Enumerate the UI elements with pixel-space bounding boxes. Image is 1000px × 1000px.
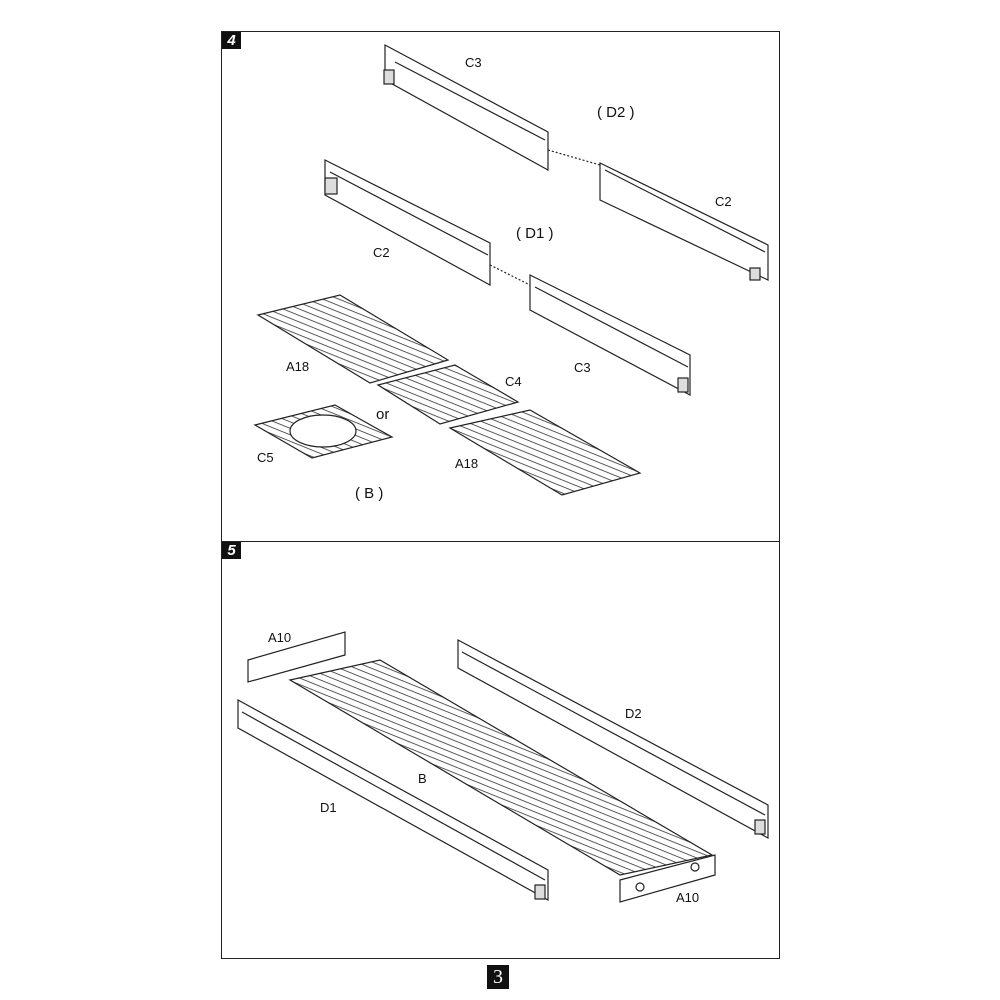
rail-d1 (237, 698, 549, 902)
slat-panel-a18-right (448, 409, 642, 496)
assembly-label: ( D2 ) (597, 104, 635, 121)
rail-c2-left (324, 159, 491, 287)
part-label: C5 (257, 450, 274, 465)
step-number-badge: 5 (222, 542, 241, 559)
page-number: 3 (487, 965, 509, 989)
part-label: C3 (574, 360, 591, 375)
part-label: A10 (268, 630, 292, 645)
assembly-label: ( B ) (355, 485, 384, 502)
part-label: C3 (465, 55, 482, 70)
part-label: A18 (286, 359, 310, 374)
rail-c3-top (383, 43, 549, 172)
part-label: B (418, 771, 427, 786)
part-label: D2 (625, 706, 642, 721)
plate-c5 (253, 404, 394, 459)
assembly-label: ( D1 ) (516, 225, 554, 242)
end-panel-a10-bottom (619, 854, 716, 903)
slat-bed-b (288, 659, 714, 876)
part-label: C2 (715, 194, 732, 209)
part-label: C2 (373, 245, 390, 260)
or-label: or (376, 406, 390, 423)
part-label: A18 (455, 456, 479, 471)
slat-panel-c4 (376, 364, 520, 425)
slat-panel-a18-left (256, 294, 450, 384)
rail-c3-bottom (529, 274, 691, 396)
part-label: C4 (505, 374, 522, 389)
rail-d2 (457, 639, 769, 840)
part-label: A10 (676, 890, 700, 905)
rail-c2-right (599, 162, 769, 281)
step-number-badge: 4 (222, 32, 241, 49)
end-panel-a10-top (247, 631, 346, 683)
part-label: D1 (320, 800, 337, 815)
